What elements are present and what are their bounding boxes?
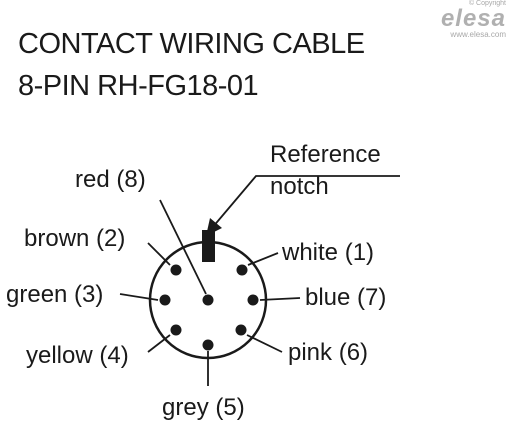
pin-label-8: red (8) xyxy=(75,166,146,193)
leader-line-8 xyxy=(159,199,207,295)
leader-line-3 xyxy=(119,293,159,301)
reference-arrow-head xyxy=(206,218,222,236)
pin-label-7: blue (7) xyxy=(305,284,386,311)
elesa-logo: © Copyright elesa www.elesa.com xyxy=(441,0,506,40)
pin-4-yellow xyxy=(170,324,182,336)
logo-url: www.elesa.com xyxy=(450,30,506,39)
reference-leader-line xyxy=(211,175,400,229)
logo-copyright: © Copyright xyxy=(468,0,506,7)
pin-3-green xyxy=(159,294,171,306)
leader-line-7 xyxy=(259,297,301,301)
reference-notch xyxy=(202,230,215,262)
pin-label-4: yellow (4) xyxy=(26,342,129,369)
pin-8-red xyxy=(202,294,214,306)
pin-label-2: brown (2) xyxy=(24,225,125,252)
pin-1-white xyxy=(236,264,248,276)
diagram-title-line-1: CONTACT WIRING CABLE xyxy=(18,28,365,60)
pin-label-6: pink (6) xyxy=(288,339,368,366)
leader-line-2 xyxy=(147,242,171,266)
pin-2-brown xyxy=(170,264,182,276)
pin-5-grey xyxy=(202,339,214,351)
leader-line-1 xyxy=(247,252,279,266)
reference-label-line-1: Reference xyxy=(270,141,381,168)
leader-line-4 xyxy=(147,334,171,353)
pin-label-5: grey (5) xyxy=(162,394,245,421)
diagram-title-line-2: 8-PIN RH-FG18-01 xyxy=(18,70,259,102)
pin-label-3: green (3) xyxy=(6,281,103,308)
leader-line-6 xyxy=(246,334,283,353)
pin-7-blue xyxy=(247,294,259,306)
pin-label-1: white (1) xyxy=(281,239,374,266)
pin-6-pink xyxy=(235,324,247,336)
logo-brand: elesa xyxy=(440,5,506,32)
reference-label-line-2: notch xyxy=(270,173,329,200)
